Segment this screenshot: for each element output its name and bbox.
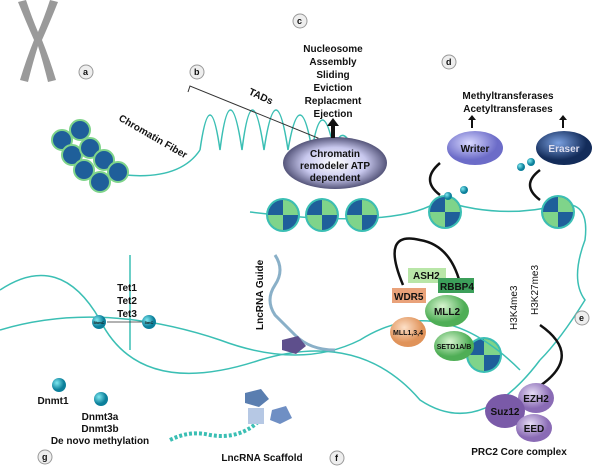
writer-enzyme	[447, 131, 503, 165]
panel-f: f	[335, 453, 339, 463]
prc2-label: PRC2 Core complex	[471, 447, 567, 458]
5mc-bead	[94, 392, 108, 406]
mll134-label: MLL1,3,4	[393, 330, 423, 337]
panel-d: d	[446, 57, 452, 67]
function-item: Nucleosome	[303, 44, 363, 55]
curved-arrow-icon	[393, 237, 462, 286]
writer-label: Writer	[461, 144, 490, 155]
setd1ab-label: SETD1A/B	[437, 344, 472, 351]
lncrna-guide-strand	[268, 254, 336, 352]
chromosome-icon	[18, 0, 58, 82]
h3k4me3-label: H3K4me3	[509, 285, 520, 330]
h3k27me3-label: H3K27me3	[530, 265, 541, 315]
remodeler-line-1: Chromatin	[310, 149, 360, 160]
5mc-label: 5mC	[145, 320, 154, 325]
methyltransferases-label: Methyltransferases	[462, 91, 554, 102]
rbbp4-label: RBBP4	[440, 282, 474, 293]
panel-e: e	[579, 313, 584, 323]
scaffold-protein	[270, 406, 292, 424]
tet1-label: Tet1	[117, 283, 137, 294]
modification-beads	[444, 158, 535, 200]
svg-text:Chromatin: Chromatin	[310, 149, 360, 160]
wdr5-subunit	[392, 288, 426, 303]
rbbp4-subunit	[438, 278, 474, 293]
ezh2-subunit	[518, 383, 554, 413]
remodeler-line-2: remodeler ATP	[300, 161, 370, 172]
panel-c: c	[297, 16, 302, 26]
function-item: Sliding	[316, 70, 349, 81]
5mc-bead	[142, 315, 156, 329]
scaffold-protein	[248, 408, 264, 424]
tet3-label: Tet3	[117, 309, 137, 320]
dnmt1-label: Dnmt1	[37, 396, 69, 407]
de-novo-methylation-label: De novo methylation	[51, 436, 149, 447]
chromatin-fiber	[51, 119, 201, 193]
dnmt3a-label: Dnmt3a	[82, 412, 119, 423]
arrow-up-icon	[468, 115, 567, 128]
panel-b: b	[194, 67, 200, 77]
panel-labels: a b c d e f g	[37, 13, 590, 466]
lncrna-guide-label: LncRNA Guide	[255, 259, 266, 330]
suz12-label: Suz12	[491, 407, 520, 418]
tet2-label: Tet2	[117, 296, 137, 307]
remodeler-line-3: dependent	[310, 173, 361, 184]
ash2-label: ASH2	[413, 271, 440, 282]
5hmc-bead	[92, 315, 106, 329]
panel-a: a	[83, 67, 89, 77]
setd1ab-subunit	[434, 331, 474, 361]
svg-text:dependent: dependent	[310, 173, 361, 184]
mll2-label: MLL2	[434, 307, 461, 318]
lncrna-guide-protein	[282, 336, 306, 354]
curved-arrow-icon	[428, 162, 441, 196]
tads-label: TADs	[247, 87, 275, 108]
panel-g: g	[42, 452, 48, 462]
function-item: Eviction	[314, 83, 353, 94]
dnmt3b-label: Dnmt3b	[81, 424, 118, 435]
eraser-label: Eraser	[548, 144, 579, 155]
arrow-up-icon	[327, 118, 339, 138]
chromatin-remodeler	[283, 137, 387, 189]
chromatin-fiber-label: Chromatin Fiber	[117, 113, 189, 161]
lncrna-scaffold-label: LncRNA Scaffold	[221, 453, 302, 464]
ash2-subunit	[408, 268, 446, 283]
remodeling-functions: Nucleosome Assembly Sliding Eviction Rep…	[303, 44, 363, 120]
scaffold-protein	[245, 389, 269, 407]
function-item: Ejection	[314, 109, 353, 120]
5mc-bead	[52, 378, 66, 392]
eed-label: EED	[524, 424, 545, 435]
mll134-subunit	[390, 317, 426, 347]
wdr5-label: WDR5	[394, 292, 424, 303]
ezh2-label: EZH2	[523, 394, 549, 405]
acetyltransferases-label: Acetyltransferases	[463, 104, 553, 115]
eraser-enzyme	[536, 131, 592, 165]
curved-arrow-icon	[528, 169, 541, 201]
svg-text:remodeler ATP: remodeler ATP	[300, 161, 370, 172]
lncrna-scaffold-strand	[169, 418, 262, 442]
mll2-subunit	[425, 295, 469, 327]
function-item: Assembly	[309, 57, 357, 68]
eed-subunit	[516, 414, 552, 442]
suz12-subunit	[485, 394, 525, 428]
5hmc-label: 5hmC	[93, 320, 104, 325]
function-item: Replacment	[305, 96, 362, 107]
tet-enzymes: Tet1 Tet2 Tet3	[117, 283, 137, 320]
tad-loops	[199, 109, 365, 181]
